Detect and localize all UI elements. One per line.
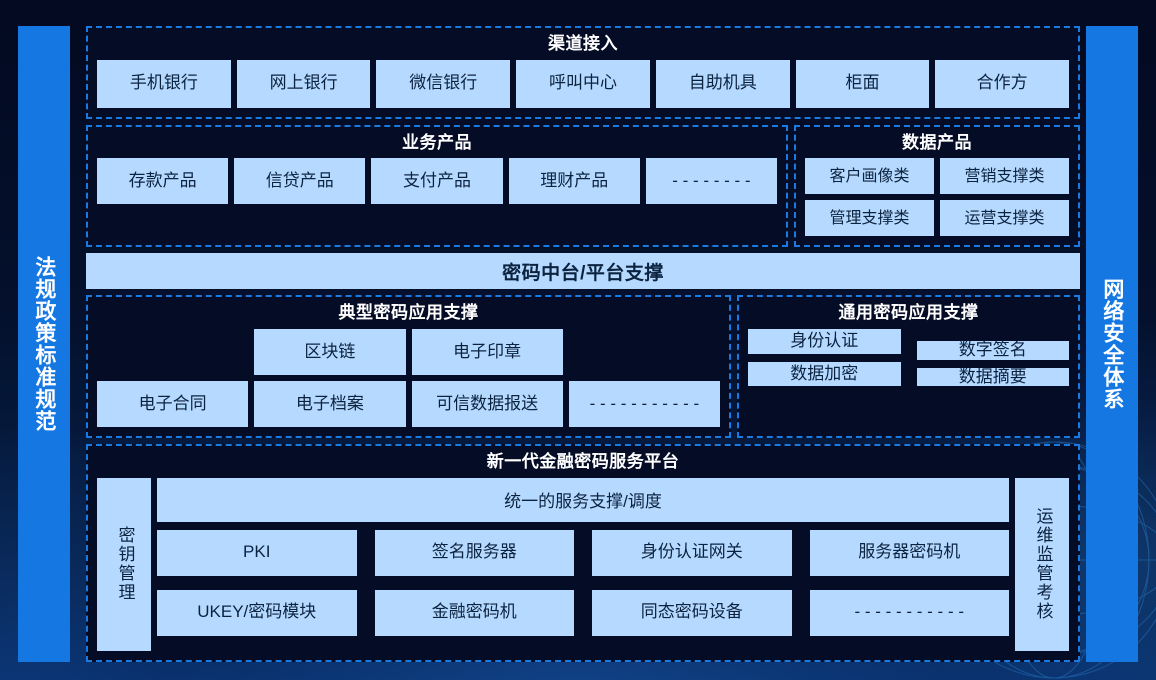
crypto-midplatform-label: 密码中台/平台支撑 [502, 262, 664, 284]
typical-crypto-row-1: 区块链 电子印章 [97, 329, 720, 376]
service-ops-supervision-pillar[interactable]: 运维监管考核 [1015, 477, 1069, 651]
channel-item-self-service[interactable]: 自助机具 [655, 59, 790, 108]
service-platform-row-2: UKEY/密码模块 金融密码机 同态密码设备 - - - - - - - - -… [157, 589, 1009, 636]
business-item-payment[interactable]: 支付产品 [371, 158, 503, 205]
data-products-title: 数据产品 [902, 132, 972, 152]
data-products-row-2: 管理支撑类 运营支撑类 [805, 200, 1069, 237]
service-item-signature-server[interactable]: 签名服务器 [374, 529, 574, 576]
business-item-placeholder: - - - - - - - - [645, 158, 778, 205]
typical-item-placeholder: - - - - - - - - - - - [568, 381, 720, 428]
data-item-operations-support[interactable]: 运营支撑类 [940, 200, 1069, 237]
crypto-midplatform-bar: 密码中台/平台支撑 [86, 253, 1080, 290]
service-platform-title: 新一代金融密码服务平台 [486, 452, 680, 472]
general-item-data-encryption[interactable]: 数据加密 [748, 361, 901, 387]
typical-item-e-seal[interactable]: 电子印章 [411, 329, 563, 376]
service-platform-center: 统一的服务支撑/调度 PKI 签名服务器 身份认证网关 服务器密码机 UKEY/… [157, 477, 1009, 651]
channel-item-call-center[interactable]: 呼叫中心 [516, 59, 650, 108]
typical-item-e-contract[interactable]: 电子合同 [97, 381, 249, 428]
service-item-pki[interactable]: PKI [157, 529, 357, 576]
typical-item-blockchain[interactable]: 区块链 [254, 329, 406, 376]
general-crypto-title: 通用密码应用支撑 [838, 303, 979, 323]
business-item-deposit[interactable]: 存款产品 [97, 158, 229, 205]
general-item-identity-auth[interactable]: 身份认证 [748, 329, 901, 354]
channel-access-title: 渠道接入 [548, 34, 618, 53]
typical-item-trusted-data-report[interactable]: 可信数据报送 [411, 381, 563, 428]
data-item-customer-profile[interactable]: 客户画像类 [805, 158, 934, 195]
typical-row1-spacer-left [97, 329, 248, 375]
business-products-title: 业务产品 [402, 132, 472, 152]
general-crypto-column-left: 身份认证 数据加密 [748, 329, 901, 387]
service-platform-row-1: PKI 签名服务器 身份认证网关 服务器密码机 [157, 529, 1009, 576]
channel-item-mobile-bank[interactable]: 手机银行 [97, 59, 231, 108]
business-item-wealth[interactable]: 理财产品 [508, 158, 640, 205]
business-item-credit[interactable]: 信贷产品 [234, 158, 366, 205]
general-crypto-columns: 身份认证 数据加密 数字签名 数据摘要 [748, 329, 1069, 387]
unified-service-label: 统一的服务支撑/调度 [504, 492, 662, 512]
data-products-group: 数据产品 客户画像类 营销支撑类 管理支撑类 运营支撑类 [794, 124, 1080, 248]
typical-crypto-row-2: 电子合同 电子档案 可信数据报送 - - - - - - - - - - - [97, 381, 720, 428]
channel-item-partner[interactable]: 合作方 [935, 59, 1070, 108]
general-item-digital-signature[interactable]: 数字签名 [916, 340, 1069, 360]
service-platform-group: 新一代金融密码服务平台 密钥管理 统一的服务支撑/调度 PKI 签名服务器 身份… [86, 444, 1080, 662]
data-item-marketing-support[interactable]: 营销支撑类 [940, 158, 1069, 195]
service-item-financial-crypto-machine[interactable]: 金融密码机 [374, 589, 574, 636]
typical-item-e-archive[interactable]: 电子档案 [254, 381, 406, 428]
crypto-application-tier: 典型密码应用支撑 区块链 电子印章 电子合同 电子档案 可信数据报送 - - -… [86, 295, 1080, 439]
service-item-placeholder: - - - - - - - - - - - [809, 589, 1009, 636]
general-crypto-column-right: 数字签名 数据摘要 [916, 329, 1069, 387]
data-item-management-support[interactable]: 管理支撑类 [805, 200, 934, 237]
typical-crypto-title: 典型密码应用支撑 [338, 303, 479, 323]
business-products-group: 业务产品 存款产品 信贷产品 支付产品 理财产品 - - - - - - - - [86, 124, 788, 248]
channel-item-counter[interactable]: 柜面 [795, 59, 930, 108]
unified-service-bar: 统一的服务支撑/调度 [157, 477, 1009, 522]
channel-access-group: 渠道接入 手机银行 网上银行 微信银行 呼叫中心 自助机具 柜面 合作方 [86, 26, 1080, 119]
service-item-ukey-crypto-module[interactable]: UKEY/密码模块 [157, 589, 357, 636]
main-architecture-stack: 渠道接入 手机银行 网上银行 微信银行 呼叫中心 自助机具 柜面 合作方 业务产… [86, 26, 1080, 662]
channel-item-online-bank[interactable]: 网上银行 [236, 59, 371, 108]
right-security-bar: 网络安全体系 [1086, 26, 1138, 662]
data-products-row-1: 客户画像类 营销支撑类 [805, 158, 1069, 195]
general-item-data-digest[interactable]: 数据摘要 [916, 367, 1069, 387]
service-platform-body: 密钥管理 统一的服务支撑/调度 PKI 签名服务器 身份认证网关 服务器密码机 … [97, 477, 1069, 651]
general-crypto-group: 通用密码应用支撑 身份认证 数据加密 数字签名 数据摘要 [737, 295, 1080, 439]
channel-access-row: 手机银行 网上银行 微信银行 呼叫中心 自助机具 柜面 合作方 [97, 59, 1070, 108]
left-policy-bar-label: 法规政策标准规范 [32, 256, 56, 432]
typical-crypto-group: 典型密码应用支撑 区块链 电子印章 电子合同 电子档案 可信数据报送 - - -… [86, 295, 731, 439]
service-item-server-crypto-machine[interactable]: 服务器密码机 [809, 529, 1009, 576]
typical-row1-spacer-right [569, 329, 720, 375]
service-item-homomorphic-device[interactable]: 同态密码设备 [592, 589, 792, 636]
right-security-bar-label: 网络安全体系 [1100, 278, 1124, 410]
service-item-identity-gateway[interactable]: 身份认证网关 [592, 529, 792, 576]
channel-item-wechat-bank[interactable]: 微信银行 [376, 59, 511, 108]
left-policy-bar: 法规政策标准规范 [18, 26, 70, 662]
service-key-management-pillar[interactable]: 密钥管理 [97, 477, 151, 651]
business-products-row: 存款产品 信贷产品 支付产品 理财产品 - - - - - - - - [97, 158, 778, 205]
products-tier: 业务产品 存款产品 信贷产品 支付产品 理财产品 - - - - - - - -… [86, 124, 1080, 248]
